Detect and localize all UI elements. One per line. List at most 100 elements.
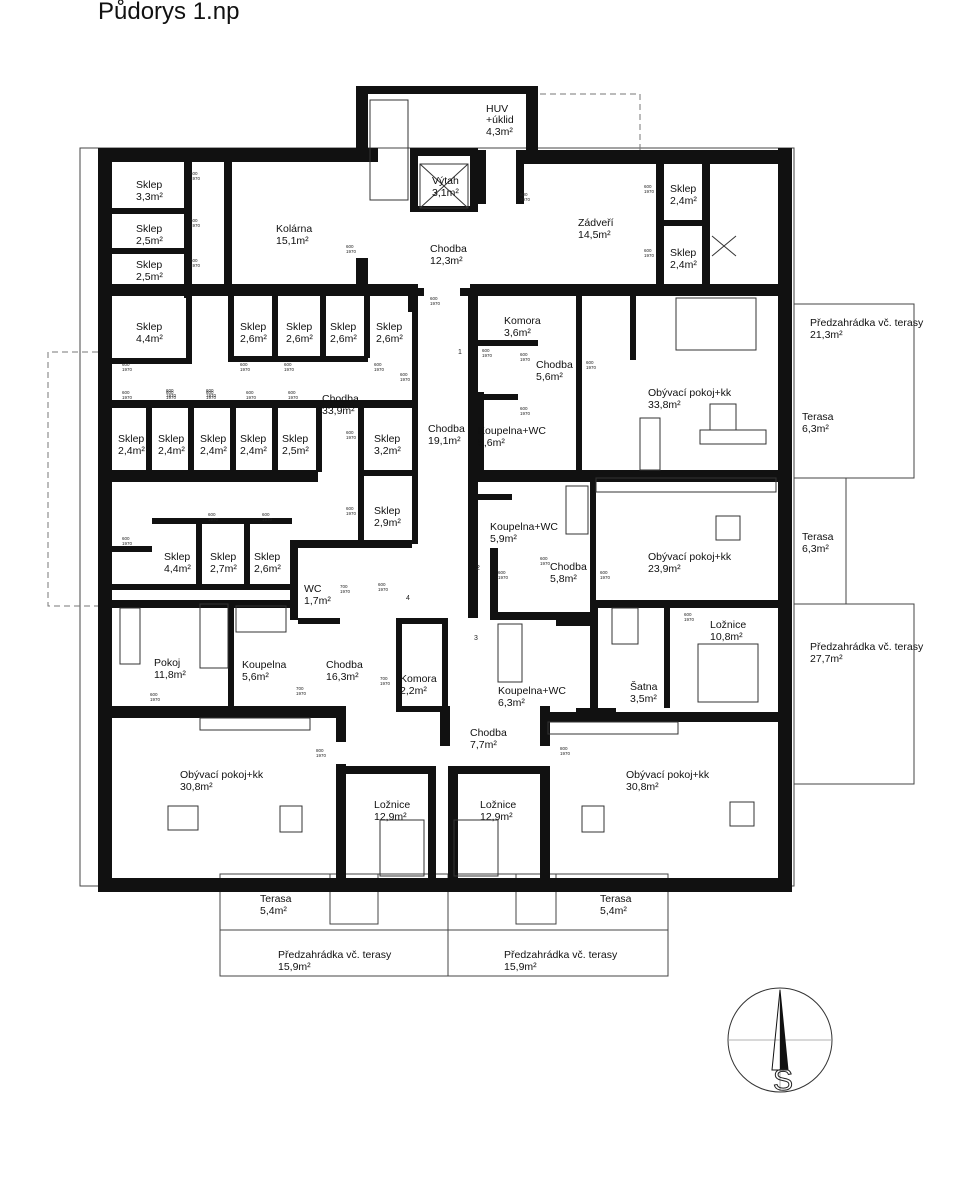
room-name: Sklep	[240, 321, 266, 333]
svg-text:1970: 1970	[346, 435, 357, 440]
svg-text:600: 600	[246, 390, 254, 395]
svg-text:600: 600	[122, 362, 130, 367]
room-name: Chodba	[430, 243, 467, 255]
svg-text:600: 600	[430, 296, 438, 301]
room-name: Sklep	[200, 433, 226, 445]
room-area: 21,3m²	[810, 329, 843, 341]
room-area: 5,4m²	[600, 905, 627, 917]
svg-text:1970: 1970	[246, 395, 257, 400]
svg-text:1970: 1970	[340, 589, 351, 594]
svg-text:600: 600	[190, 218, 198, 223]
svg-text:600: 600	[498, 570, 506, 575]
room-name: Sklep	[240, 433, 266, 445]
room-name: Obývací pokoj+kk	[180, 769, 264, 781]
svg-text:1970: 1970	[346, 249, 357, 254]
room-name: Terasa	[600, 893, 632, 905]
svg-text:1970: 1970	[190, 263, 201, 268]
svg-text:800: 800	[560, 746, 568, 751]
room-name: Koupelna+WC	[490, 521, 558, 533]
room-area: 2,6m²	[330, 333, 357, 345]
room-name: Chodba	[536, 359, 573, 371]
svg-text:1970: 1970	[240, 367, 251, 372]
svg-text:600: 600	[346, 430, 354, 435]
svg-text:1970: 1970	[430, 301, 441, 306]
room-area: 11,8m²	[154, 669, 186, 681]
svg-text:1970: 1970	[374, 367, 385, 372]
room-area: 2,6m²	[254, 563, 281, 575]
door-tag: 600 1970	[166, 388, 177, 398]
svg-text:600: 600	[166, 388, 174, 393]
svg-text:600: 600	[644, 248, 652, 253]
room-name: Sklep	[254, 551, 280, 563]
room-area: 5,9m²	[490, 533, 517, 545]
svg-text:1970: 1970	[482, 353, 493, 358]
svg-text:700: 700	[296, 686, 304, 691]
svg-text:1970: 1970	[644, 189, 655, 194]
room-name: Sklep	[158, 433, 184, 445]
room-name: Komora	[400, 673, 437, 685]
svg-text:600: 600	[520, 352, 528, 357]
svg-text:600: 600	[240, 362, 248, 367]
svg-text:600: 600	[586, 360, 594, 365]
svg-text:1970: 1970	[520, 197, 531, 202]
svg-text:600: 600	[206, 390, 214, 395]
room-area: 2,9m²	[374, 517, 401, 529]
room-name: Obývací pokoj+kk	[648, 551, 732, 563]
room-name: Chodba	[322, 393, 359, 405]
room-area: 2,7m²	[210, 563, 237, 575]
room-area: 5,6m²	[478, 437, 505, 449]
room-name: Sklep	[374, 433, 400, 445]
svg-text:1970: 1970	[206, 395, 217, 400]
room-name: Zádveří	[578, 217, 614, 229]
svg-text:600: 600	[520, 192, 528, 197]
svg-text:1970: 1970	[520, 411, 531, 416]
svg-text:1970: 1970	[190, 223, 201, 228]
room-area: 5,4m²	[260, 905, 287, 917]
room-area: 2,4m²	[670, 195, 697, 207]
room-area: 4,3m²	[486, 126, 513, 138]
room-area: 4,4m²	[164, 563, 191, 575]
room-name: Předzahrádka vč. terasy	[278, 949, 392, 961]
room-name: +úklid	[486, 114, 514, 126]
svg-text:1970: 1970	[122, 541, 133, 546]
room-area: 33,8m²	[648, 399, 681, 411]
room-name: Kolárna	[276, 223, 312, 235]
unit-number: 3	[474, 635, 478, 642]
room-name: Koupelna	[242, 659, 287, 671]
room-name: Terasa	[260, 893, 292, 905]
svg-text:600: 600	[684, 612, 692, 617]
svg-text:600: 600	[482, 348, 490, 353]
door-tags: 6001970600197060019706001970600197060019…	[122, 171, 695, 758]
room-area: 12,3m²	[430, 255, 463, 267]
room-name: Koupelna+WC	[498, 685, 566, 697]
room-name: Sklep	[670, 247, 696, 259]
svg-text:1970: 1970	[166, 395, 177, 400]
room-area: 30,8m²	[626, 781, 659, 793]
room-name: Předzahrádka vč. terasy	[810, 641, 924, 653]
unit-number: 2	[476, 565, 480, 572]
svg-text:1970: 1970	[262, 517, 273, 522]
room-area: 3,2m²	[374, 445, 401, 457]
room-name: Ložnice	[374, 799, 410, 811]
room-area: 30,8m²	[180, 781, 213, 793]
room-area: 33,9m²	[322, 405, 355, 417]
svg-text:600: 600	[644, 184, 652, 189]
room-name: Chodba	[428, 423, 465, 435]
svg-text:1970: 1970	[150, 697, 161, 702]
